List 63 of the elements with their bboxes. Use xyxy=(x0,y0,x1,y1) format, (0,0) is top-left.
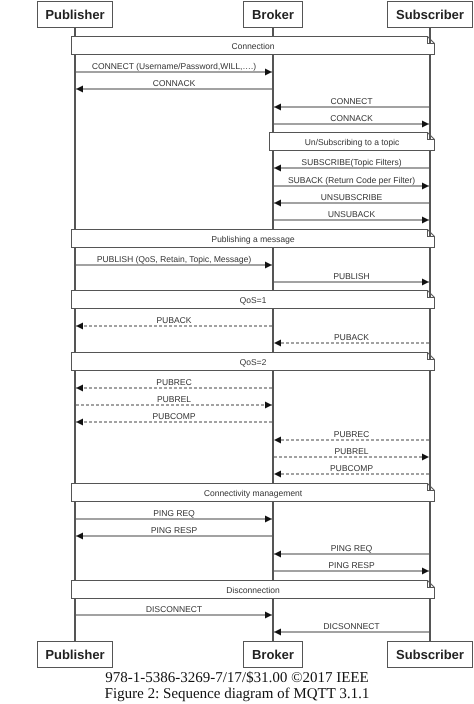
arrow xyxy=(76,68,272,76)
message-label: PING REQ xyxy=(330,543,372,553)
arrow xyxy=(274,628,430,636)
message-label: PUBREL xyxy=(334,446,368,456)
arrow xyxy=(76,86,272,92)
note-box: QoS=1 xyxy=(71,290,435,309)
dashed-arrow xyxy=(274,340,430,346)
message-label: PUBLISH xyxy=(333,271,370,281)
dashed-arrow xyxy=(76,384,272,392)
message-label: DISCONNECT xyxy=(146,604,202,614)
note-box: Connection xyxy=(71,36,435,55)
message-label: CONNACK xyxy=(152,78,196,88)
message-label: PUBLISH (QoS, Retain, Topic, Message) xyxy=(96,254,252,264)
arrow xyxy=(76,262,272,268)
actor-box: Broker xyxy=(243,1,303,28)
message-label: CONNECT (Username/Password,WILL,….) xyxy=(92,61,256,71)
arrow xyxy=(274,104,430,110)
note-box: Un/Subscribing to a topic xyxy=(269,132,435,151)
arrow xyxy=(76,532,272,540)
message-label: SUBSCRIBE(Topic Filters) xyxy=(301,157,402,167)
note-box: Publishing a message xyxy=(71,229,435,248)
actor-box: Subscriber xyxy=(387,1,473,28)
actor-box: Publisher xyxy=(37,641,113,668)
dashed-arrow xyxy=(76,418,272,426)
note-box: Connectivity management xyxy=(71,483,435,502)
copyright-note: 978-1-5386-3269-7/17/$31.00 ©2017 IEEE xyxy=(104,670,370,687)
dashed-arrow xyxy=(274,436,430,444)
note-box: QoS=2 xyxy=(71,352,435,371)
message-label: PING RESP xyxy=(150,525,198,535)
arrow xyxy=(274,550,430,558)
note-box: Disconnection xyxy=(71,580,435,599)
message-label: PUBACK xyxy=(156,315,192,325)
message-label: PUBREL xyxy=(157,394,191,404)
message-label: SUBACK (Return Code per Filter) xyxy=(288,175,416,185)
dashed-arrow xyxy=(274,454,430,460)
dashed-arrow xyxy=(76,402,272,408)
message-label: UNSUBACK xyxy=(328,209,376,219)
arrow xyxy=(274,164,430,172)
arrow xyxy=(274,182,430,190)
message-label: CONNACK xyxy=(330,113,373,123)
actor-box: Broker xyxy=(243,641,303,668)
arrow xyxy=(274,120,430,128)
arrow xyxy=(274,200,430,206)
arrow xyxy=(76,516,272,522)
actor-box: Publisher xyxy=(37,1,113,28)
figure-caption: Figure 2: Sequence diagram of MQTT 3.1.1 xyxy=(104,686,370,703)
message-label: PUBACK xyxy=(334,332,369,342)
message-label: PUBCOMP xyxy=(330,463,373,473)
arrow xyxy=(274,216,430,224)
message-label: PING RESP xyxy=(328,560,375,570)
dashed-arrow xyxy=(274,470,430,478)
arrow xyxy=(274,568,430,574)
dashed-arrow xyxy=(76,322,272,330)
arrow xyxy=(274,278,430,286)
actor-box: Subscriber xyxy=(387,641,473,668)
message-label: DICSONNECT xyxy=(323,621,380,631)
message-label: PUBREC xyxy=(334,429,370,439)
message-label: PUBCOMP xyxy=(152,411,196,421)
arrow xyxy=(76,612,272,618)
message-label: PUBREC xyxy=(156,377,192,387)
message-label: PING REQ xyxy=(153,508,195,518)
message-label: CONNECT xyxy=(330,96,373,106)
message-label: UNSUBSCRIBE xyxy=(320,192,382,202)
